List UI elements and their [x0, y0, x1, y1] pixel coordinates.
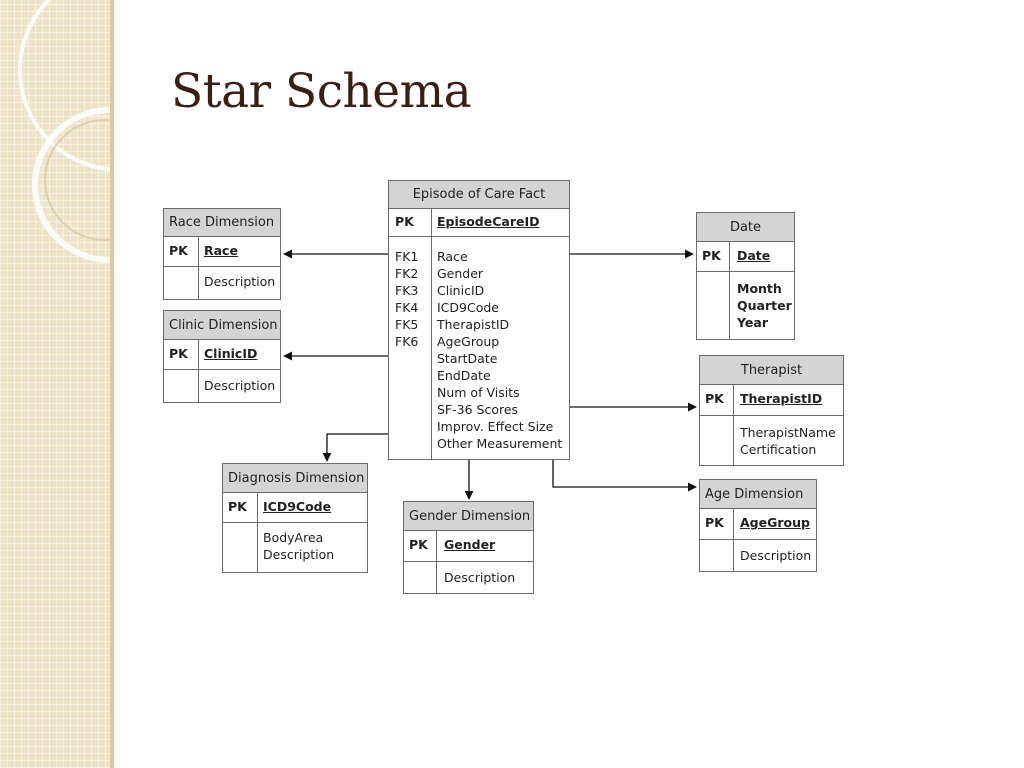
- date-dimension-title: Date: [697, 213, 794, 242]
- pk-label: PK: [228, 499, 247, 514]
- pk-label: PK: [169, 243, 188, 258]
- fk-label: FK5: [395, 317, 419, 332]
- fact-field: Race: [437, 249, 468, 264]
- clinic-pk-row: PK ClinicID: [164, 340, 280, 370]
- diagnosis-dimension-title: Diagnosis Dimension: [223, 464, 367, 493]
- fk-label: FK2: [395, 266, 419, 281]
- diagnosis-field: Description: [263, 547, 335, 562]
- diagnosis-pk-field: ICD9Code: [263, 499, 332, 514]
- fact-field: AgeGroup: [437, 334, 500, 349]
- gender-dimension-title: Gender Dimension: [404, 502, 533, 531]
- date-field: Month: [737, 281, 782, 296]
- fact-fields-row: FK1 FK2 FK3 FK4 FK5 FK6 Race Gender Clin…: [389, 237, 569, 459]
- fact-field: Gender: [437, 266, 484, 281]
- diagnosis-dimension-table: Diagnosis Dimension PK ICD9Code BodyArea…: [222, 463, 368, 573]
- fact-table: Episode of Care Fact PK EpisodeCareID FK…: [388, 180, 570, 460]
- therapist-pk-row: PK TherapistID: [700, 385, 843, 416]
- pk-label: PK: [705, 391, 724, 406]
- fact-field: TherapistID: [437, 317, 510, 332]
- clinic-dimension-table: Clinic Dimension PK ClinicID Description: [163, 310, 281, 403]
- date-pk-field: Date: [737, 248, 771, 263]
- slide-title: Star Schema: [171, 64, 472, 119]
- gender-fields-row: Description: [404, 562, 533, 593]
- race-dimension-title: Race Dimension: [164, 209, 280, 237]
- gender-pk-field: Gender: [444, 537, 496, 552]
- therapist-dimension-title: Therapist: [700, 356, 843, 385]
- race-field: Description: [204, 274, 276, 289]
- fk-label: FK3: [395, 283, 419, 298]
- diagnosis-fields-row: BodyArea Description: [223, 523, 367, 572]
- date-dimension-table: Date PK Date Month Quarter Year: [696, 212, 795, 340]
- therapist-dimension-table: Therapist PK TherapistID TherapistName C…: [699, 355, 844, 466]
- clinic-fields-row: Description: [164, 370, 280, 402]
- clinic-field: Description: [204, 378, 276, 393]
- therapist-field: Certification: [740, 442, 817, 457]
- sidebar-edge: [110, 0, 114, 768]
- fact-field: StartDate: [437, 351, 498, 366]
- clinic-pk-field: ClinicID: [204, 346, 258, 361]
- date-pk-row: PK Date: [697, 242, 794, 272]
- fact-field: EndDate: [437, 368, 491, 383]
- fact-field: Other Measurement: [437, 436, 563, 451]
- decorative-sidebar: [0, 0, 113, 768]
- fact-field: ClinicID: [437, 283, 485, 298]
- pk-label: PK: [395, 214, 414, 229]
- fact-field: Num of Visits: [437, 385, 520, 400]
- connector-age: [552, 460, 697, 492]
- fact-pk-row: PK EpisodeCareID: [389, 209, 569, 237]
- pk-label: PK: [702, 248, 721, 263]
- connector-diagnosis: [322, 433, 388, 462]
- age-fields-row: Description: [700, 540, 816, 571]
- gender-pk-row: PK Gender: [404, 531, 533, 562]
- fact-field: SF-36 Scores: [437, 402, 519, 417]
- pk-label: PK: [409, 537, 428, 552]
- age-dimension-title: Age Dimension: [700, 480, 816, 509]
- therapist-fields-row: TherapistName Certification: [700, 416, 843, 465]
- gender-field: Description: [444, 570, 516, 585]
- therapist-pk-field: TherapistID: [740, 391, 823, 406]
- therapist-field: TherapistName: [740, 425, 836, 440]
- age-pk-row: PK AgeGroup: [700, 509, 816, 540]
- gender-dimension-table: Gender Dimension PK Gender Description: [403, 501, 534, 594]
- diagnosis-pk-row: PK ICD9Code: [223, 493, 367, 523]
- diagnosis-field: BodyArea: [263, 530, 324, 545]
- fk-label: FK4: [395, 300, 419, 315]
- age-field: Description: [740, 548, 812, 563]
- pk-label: PK: [169, 346, 188, 361]
- fact-table-title: Episode of Care Fact: [389, 181, 569, 209]
- fact-field: Improv. Effect Size: [437, 419, 554, 434]
- fact-pk-field: EpisodeCareID: [437, 214, 540, 229]
- fk-label: FK1: [395, 249, 419, 264]
- race-pk-field: Race: [204, 243, 238, 258]
- clinic-dimension-title: Clinic Dimension: [164, 311, 280, 340]
- date-field: Year: [737, 315, 768, 330]
- age-dimension-table: Age Dimension PK AgeGroup Description: [699, 479, 817, 572]
- race-dimension-table: Race Dimension PK Race Description: [163, 208, 281, 300]
- date-field: Quarter: [737, 298, 792, 313]
- fact-field: ICD9Code: [437, 300, 499, 315]
- race-fields-row: Description: [164, 267, 280, 299]
- pk-label: PK: [705, 515, 724, 530]
- fk-label: FK6: [395, 334, 419, 349]
- date-fields-row: Month Quarter Year: [697, 272, 794, 339]
- race-pk-row: PK Race: [164, 237, 280, 267]
- age-pk-field: AgeGroup: [740, 515, 810, 530]
